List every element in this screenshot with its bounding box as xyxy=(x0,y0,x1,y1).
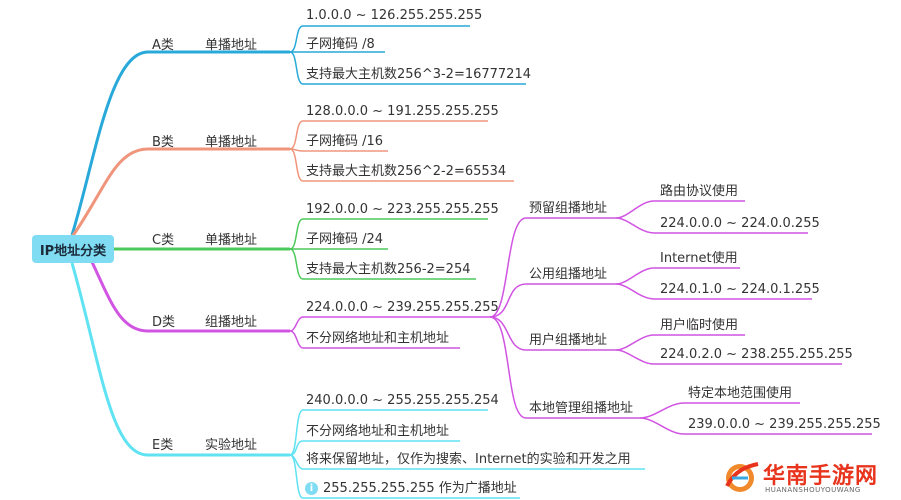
d-groups xyxy=(489,200,872,435)
d-group-local-desc: 特定本地范围使用 xyxy=(688,386,793,401)
class-label-a: A类 xyxy=(152,38,174,53)
d-children xyxy=(289,316,490,349)
a-item-range: 1.0.0.0 ~ 126.255.255.255 xyxy=(306,8,483,23)
class-label-e: E类 xyxy=(152,438,174,453)
type-label-d: 组播地址 xyxy=(205,315,258,330)
watermark-logo xyxy=(725,462,759,492)
d-group-public-desc: Internet使用 xyxy=(660,251,738,266)
e-item-range: 240.0.0.0 ~ 255.255.255.254 xyxy=(306,393,499,408)
d-group-reserved-desc: 路由协议使用 xyxy=(660,184,739,199)
class-label-d: D类 xyxy=(152,315,176,330)
a-item-mask: 子网掩码 /8 xyxy=(306,37,375,52)
c-item-range: 192.0.0.0 ~ 223.255.255.255 xyxy=(306,202,499,217)
c-item-hosts: 支持最大主机数256-2=254 xyxy=(306,262,471,277)
connector-d xyxy=(90,261,290,333)
type-label-e: 实验地址 xyxy=(205,438,258,453)
e-item-note: 不分网络地址和主机地址 xyxy=(306,424,450,439)
b-item-mask: 子网掩码 /16 xyxy=(306,134,384,149)
connector-b xyxy=(70,147,290,238)
type-label-b: 单播地址 xyxy=(205,135,258,150)
d-group-reserved: 预留组播地址 xyxy=(529,201,608,216)
d-group-user-desc: 用户临时使用 xyxy=(660,318,739,333)
connector-e xyxy=(70,262,290,457)
a-item-hosts: 支持最大主机数256^3-2=16777214 xyxy=(306,67,531,82)
c-children xyxy=(289,218,488,280)
type-label-c: 单播地址 xyxy=(205,233,258,248)
d-group-local: 本地管理组播地址 xyxy=(529,401,634,416)
d-group-user-range: 224.0.2.0 ~ 238.255.255.255 xyxy=(660,347,853,362)
connector-a xyxy=(70,50,290,236)
b-children xyxy=(289,120,514,182)
d-group-local-range: 239.0.0.0 ~ 239.255.255.255 xyxy=(688,417,881,432)
d-group-public: 公用组播地址 xyxy=(529,267,608,282)
e-item-reserved: 将来保留地址，仅作为搜索、Internet的实验和开发之用 xyxy=(306,452,631,467)
d-group-public-range: 224.0.1.0 ~ 224.0.1.255 xyxy=(660,282,820,297)
info-icon: i xyxy=(305,482,318,495)
d-item-note: 不分网络地址和主机地址 xyxy=(306,331,450,346)
class-label-c: C类 xyxy=(152,233,175,248)
b-item-range: 128.0.0.0 ~ 191.255.255.255 xyxy=(306,104,499,119)
d-item-range: 224.0.0.0 ~ 239.255.255.255 xyxy=(306,300,499,315)
type-label-a: 单播地址 xyxy=(205,38,258,53)
a-children xyxy=(289,25,526,85)
e-children xyxy=(289,409,645,499)
d-group-user: 用户组播地址 xyxy=(529,333,608,348)
c-item-mask: 子网掩码 /24 xyxy=(306,232,384,247)
watermark-text: 华南手游网 xyxy=(763,464,879,489)
root-label: IP地址分类 xyxy=(39,243,107,259)
watermark-subtext: HUANANSHOUYOUWANG xyxy=(765,486,861,494)
b-item-hosts: 支持最大主机数256^2-2=65534 xyxy=(306,164,507,179)
d-group-reserved-range: 224.0.0.0 ~ 224.0.0.255 xyxy=(660,216,820,231)
root-node: IP地址分类 xyxy=(32,235,114,263)
class-label-b: B类 xyxy=(152,135,174,150)
e-item-broadcast: 255.255.255.255 作为广播地址 xyxy=(323,481,517,496)
